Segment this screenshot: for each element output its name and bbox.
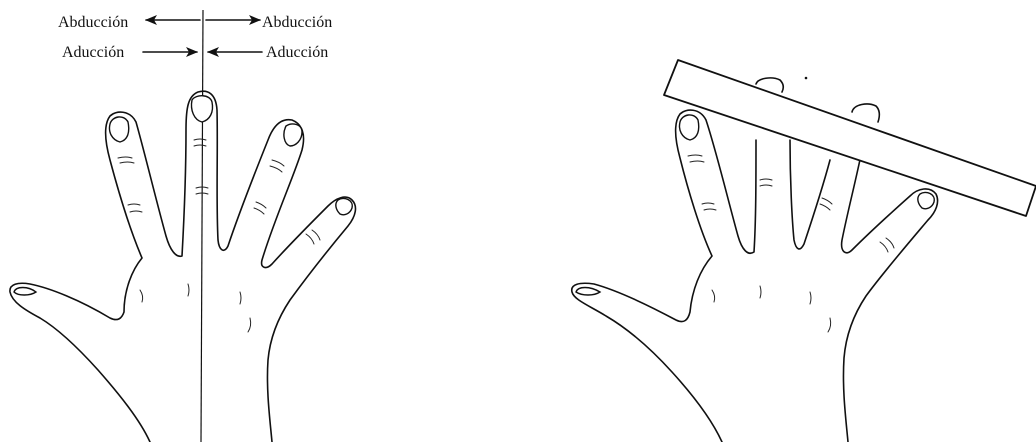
right-thumb-nail bbox=[576, 288, 600, 296]
left-panel: Abducción Abducción Aducción Aducción bbox=[10, 10, 356, 442]
right-little-nail bbox=[918, 192, 934, 208]
left-hand-outline bbox=[10, 91, 356, 442]
left-thumb-nail bbox=[14, 288, 36, 296]
adduction-label-left: Aducción bbox=[62, 44, 124, 61]
right-index-nail bbox=[679, 115, 698, 140]
left-index-nail bbox=[109, 117, 128, 142]
adduction-label-right: Aducción bbox=[266, 44, 328, 61]
midline-axis bbox=[201, 10, 203, 442]
abduction-label-left: Abducción bbox=[58, 14, 128, 31]
left-ring-nail bbox=[284, 124, 302, 146]
ruler-straightedge bbox=[664, 60, 1036, 216]
abduction-label-right: Abducción bbox=[262, 14, 332, 31]
ink-dot bbox=[805, 77, 808, 80]
left-middle-nail bbox=[191, 96, 212, 122]
right-panel bbox=[572, 60, 1036, 442]
left-little-nail bbox=[336, 198, 352, 214]
right-ring-fingertip bbox=[852, 104, 879, 122]
